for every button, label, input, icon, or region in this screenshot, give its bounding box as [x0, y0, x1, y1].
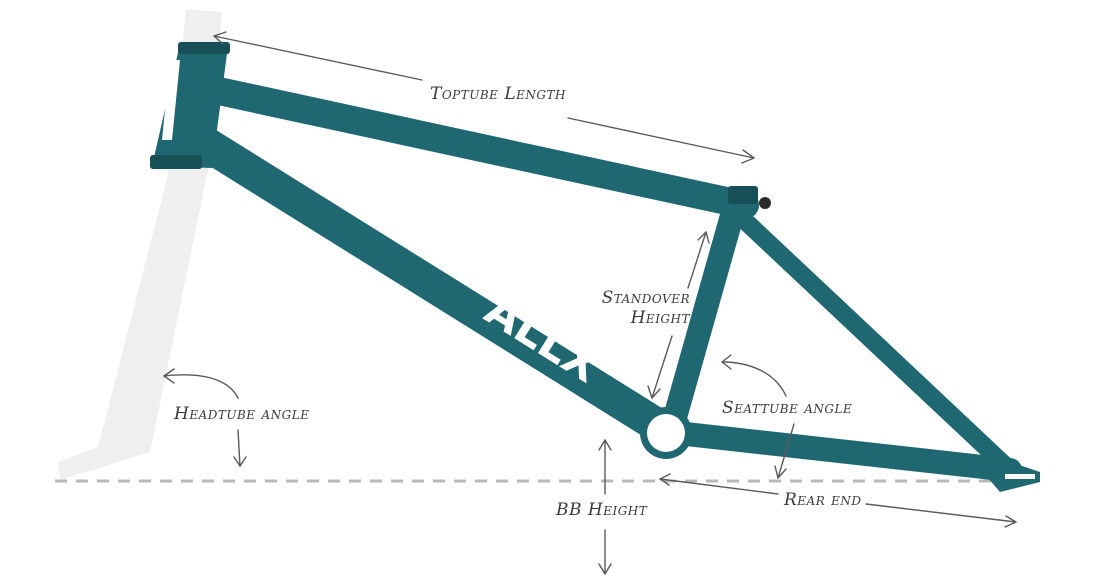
bb-height-arrowhead-up — [598, 439, 612, 451]
seat-clamp — [728, 186, 758, 204]
headtube-angle-arrowhead-down — [233, 456, 247, 467]
down-tube — [183, 123, 682, 447]
standover-height-label-line2: Height — [630, 308, 690, 328]
seattube-angle-arrow-down — [777, 423, 795, 479]
standover-height-label: Standover Height — [590, 288, 690, 328]
standover-height-label-line1: Standover — [601, 288, 690, 308]
rear-end-arrowhead-right — [1004, 515, 1017, 528]
headset-top-cup — [178, 42, 230, 54]
rear-end-arrowhead-left — [659, 473, 671, 486]
bottom-bracket-bore — [647, 414, 685, 452]
standover-arrow-down — [651, 335, 673, 399]
toptube-length-arrowhead-left — [213, 31, 227, 45]
headtube-angle-arrow-down — [237, 429, 241, 467]
seat-clamp-bolt — [759, 197, 771, 209]
rear-dropout — [988, 455, 1040, 492]
top-tube — [191, 74, 759, 219]
headtube-angle-arrowhead-curve — [163, 368, 175, 384]
headtube-angle-label: Headtube angle — [174, 404, 310, 424]
headtube-angle-arrow-curve — [163, 374, 239, 399]
toptube-length-label: Toptube Length — [430, 84, 566, 104]
head-tube-badge — [162, 60, 180, 140]
headset-bottom-cup — [150, 155, 202, 169]
seattube-angle-arrow-curve — [721, 361, 787, 397]
chain-stay — [656, 420, 1022, 482]
seattube-angle-label: Seattube angle — [722, 398, 853, 418]
toptube-length-arrow-left — [213, 35, 423, 81]
rear-end-arrow-left — [659, 478, 779, 495]
dropout-slot — [1005, 474, 1035, 479]
seattube-angle-arrowhead-curve — [721, 354, 732, 370]
frame-logo: ALLX — [476, 284, 608, 393]
toptube-length-arrowhead-right — [741, 149, 755, 164]
seat-stay — [733, 209, 1019, 479]
standover-arrowhead-up — [697, 231, 710, 244]
standover-arrowhead-down — [647, 385, 661, 399]
seat-tube — [660, 193, 747, 440]
seattube-angle-arrowhead-down — [774, 465, 787, 479]
toptube-length-arrow-right — [567, 117, 755, 159]
standover-arrow-up — [687, 231, 707, 289]
rear-end-arrow-right — [865, 503, 1017, 523]
bb-height-label: BB Height — [556, 500, 648, 520]
bb-height-arrowhead-down — [598, 563, 612, 575]
rear-end-label: Rear end — [784, 490, 862, 510]
